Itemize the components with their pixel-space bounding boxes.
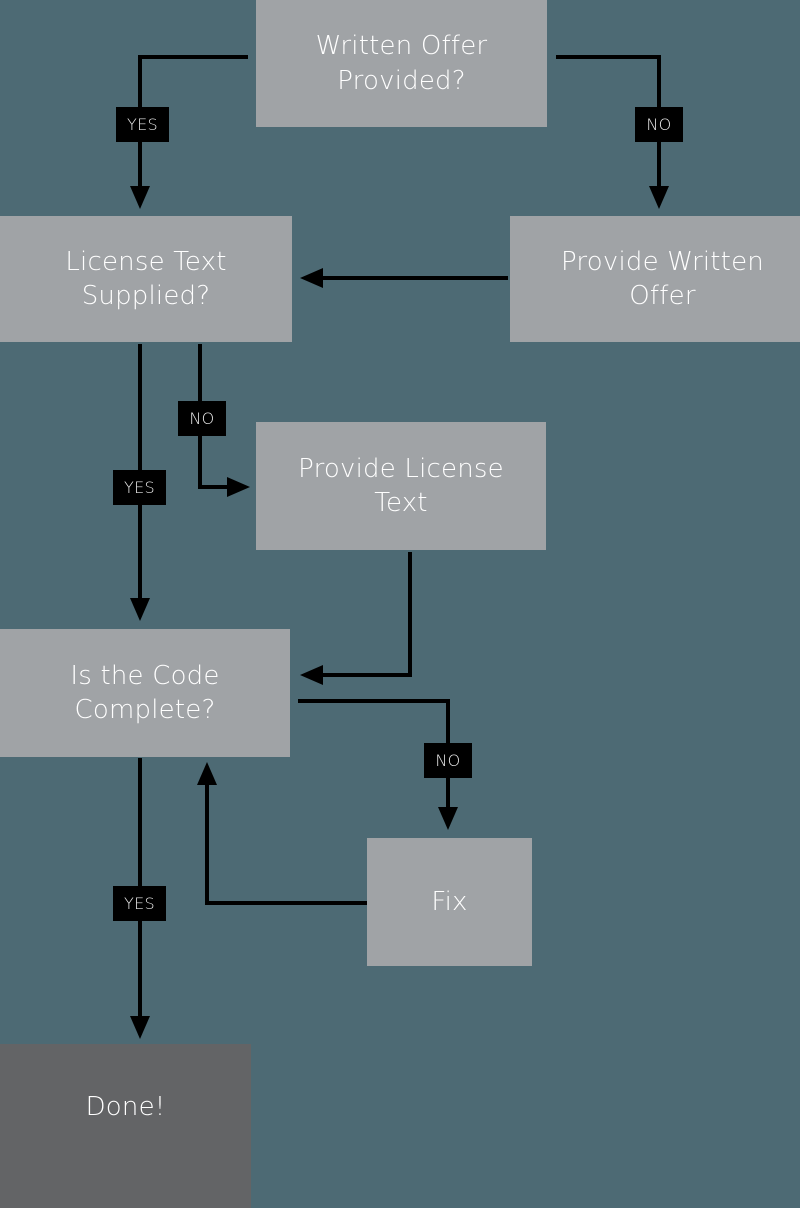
edge-label-no-license-text: NO bbox=[178, 401, 226, 436]
node-done-label: Done! bbox=[85, 1091, 166, 1122]
edge-label-yes-written-offer: YES bbox=[116, 107, 169, 142]
edge-label-yes-license-text: YES bbox=[113, 470, 166, 505]
node-fix[interactable]: Fix bbox=[367, 838, 532, 966]
edge-provide-license-text-to-code-complete bbox=[300, 552, 412, 685]
edge-label-no-code-complete: NO bbox=[424, 743, 472, 778]
edge-provide-written-offer-to-license-text bbox=[300, 268, 508, 288]
edge-label-no-written-offer: NO bbox=[635, 107, 683, 142]
edge-label-yes-code-complete: YES bbox=[113, 886, 166, 921]
node-done[interactable]: Done! bbox=[0, 1044, 251, 1208]
node-fix-label: Fix bbox=[431, 886, 468, 917]
edge-fix-to-code-complete bbox=[197, 762, 367, 905]
